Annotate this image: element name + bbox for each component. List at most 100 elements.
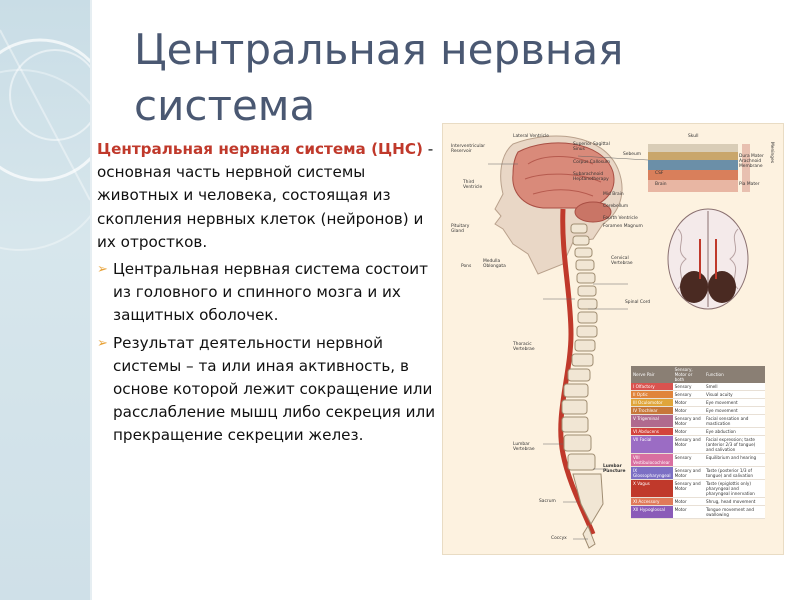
label-dura: Dura Mater Arachnoid Membrane	[739, 154, 764, 169]
title-line-1: Центральная нервная	[134, 25, 624, 74]
table-header-row: Nerve Pair Sensory, Motor or both Functi…	[631, 366, 765, 383]
table-cell: Sensory	[672, 390, 704, 399]
intro-paragraph: Центральная нервная система (ЦНС) - осно…	[97, 138, 442, 254]
table-cell: IX Glossopharyngeal	[631, 466, 673, 480]
table-cell: Motor	[672, 406, 704, 415]
table-cell: Motor	[672, 427, 704, 436]
table-cell: V Trigeminal	[631, 414, 673, 428]
label-mid-brain: Mid Brain	[603, 192, 624, 197]
bullet-text: Результат деятельности нервной системы –…	[113, 333, 436, 445]
table-cell: Facial expression; taste (anterior 2/3 o…	[703, 435, 765, 454]
decorative-side-strip	[0, 0, 90, 600]
table-cell: Sensory	[672, 453, 704, 467]
table-cell: Sensory and Motor	[672, 435, 704, 454]
table-cell: Eye movement	[703, 398, 765, 407]
table-cell: Eye abduction	[703, 427, 765, 436]
slide-body: Центральная нервная система (ЦНС) - осно…	[97, 138, 442, 452]
label-lateral-ventricle: Lateral Ventricle	[513, 134, 549, 139]
arrow-bullet-icon: ➢	[97, 262, 108, 278]
label-cervical: Cervical Vertebrae	[611, 256, 633, 266]
table-cell: Shrug, head movement	[703, 497, 765, 506]
cranial-nerves-table: Nerve Pair Sensory, Motor or both Functi…	[631, 366, 765, 519]
bullet-item: ➢ Результат деятельности нервной системы…	[97, 332, 442, 448]
label-pituitary: Pituitary Gland	[451, 224, 470, 234]
bullet-item: ➢ Центральная нервная система состоит из…	[97, 258, 442, 328]
table-header-cell: Function	[703, 366, 765, 383]
label-skull: Skull	[688, 134, 699, 139]
label-pia: Pia Mater	[739, 182, 760, 187]
table-cell: X Vagus	[631, 479, 673, 498]
label-lumbar: Lumbar Vertebrae	[513, 442, 535, 452]
table-cell: Sensory and Motor	[672, 414, 704, 428]
table-cell: Sensory	[672, 383, 704, 391]
table-cell: Facial sensation and mastication	[703, 414, 765, 428]
table-cell: Sensory and Motor	[672, 466, 704, 480]
table-cell: Eye movement	[703, 406, 765, 415]
label-meninges: Meninges	[769, 142, 774, 164]
table-cell: Motor	[672, 398, 704, 407]
table-cell: Smell	[703, 383, 765, 391]
intro-term: Центральная нервная система (ЦНС)	[97, 140, 423, 158]
label-pons: Pons	[461, 264, 472, 269]
cns-anatomy-figure: Lateral Ventricle Interventricular Reser…	[442, 123, 784, 555]
table-cell: Taste (epiglottis only) pharyngeal and p…	[703, 479, 765, 498]
label-spinal-cord: Spinal Cord	[625, 300, 651, 305]
side-strip-edge	[90, 0, 92, 600]
table-cell: Taste (posterior 1/3 of tongue) and sali…	[703, 466, 765, 480]
label-third-ventricle: Third Ventricle	[463, 180, 483, 190]
label-medulla: Medulla Oblongata	[483, 259, 506, 269]
table-cell: II Optic	[631, 390, 673, 399]
table-cell: XII Hypoglossal	[631, 505, 673, 519]
label-coccyx: Coccyx	[551, 536, 567, 541]
label-corpus-callosum: Corpus Callosum	[573, 160, 611, 165]
label-sacrum: Sacrum	[539, 499, 556, 504]
brain-top-view	[667, 208, 749, 310]
label-sebeum: Sebeum	[623, 152, 642, 157]
table-cell: Visual acuity	[703, 390, 765, 399]
label-brain: Brain	[655, 182, 667, 187]
label-fourth-ventricle: Fourth Ventricle	[603, 216, 638, 221]
bullet-text: Центральная нервная система состоит из г…	[113, 260, 428, 325]
table-cell: XI Accessory	[631, 497, 673, 506]
table-cell: Motor	[672, 505, 704, 519]
table-cell: I Olfactory	[631, 383, 673, 391]
table-cell: Sensory and Motor	[672, 479, 704, 498]
table-cell: IV Trochlear	[631, 406, 673, 415]
cerebellum-shape	[574, 201, 612, 223]
vertebrae-group	[561, 223, 604, 549]
table-header-cell: Nerve Pair	[631, 366, 673, 383]
table-cell: VII Facial	[631, 435, 673, 454]
label-thoracic: Thoracic Vertebrae	[513, 342, 535, 352]
label-subarachnoid: Subarachnoid Heptanotherapy	[573, 172, 609, 182]
meninges-panel	[648, 144, 750, 192]
slide-title: Центральная нервная система	[134, 22, 734, 134]
anatomy-illustration	[488, 135, 750, 549]
table-cell: III Oculomotor	[631, 398, 673, 407]
decorative-circles-icon	[0, 29, 90, 251]
label-foramen-magnum: Foramen Magnum	[603, 224, 643, 229]
table-cell: VI Abducens	[631, 427, 673, 436]
arrow-bullet-icon: ➢	[97, 335, 108, 351]
table-cell: Tongue movement and swallowing	[703, 505, 765, 519]
table-cell: VIII Vestibulocochlear	[631, 453, 673, 467]
table-cell: Equilibrium and hearing	[703, 453, 765, 467]
label-superior-sagittal: Superior Sagittal Sinus	[573, 142, 610, 152]
label-cerebellum: Cerebellum	[603, 204, 629, 209]
table-header-cell: Sensory, Motor or both	[672, 366, 704, 383]
label-lumbar-puncture: Lumbar Puncture	[603, 464, 626, 474]
title-line-2: система	[134, 81, 316, 130]
label-csf: CSF	[655, 171, 664, 176]
